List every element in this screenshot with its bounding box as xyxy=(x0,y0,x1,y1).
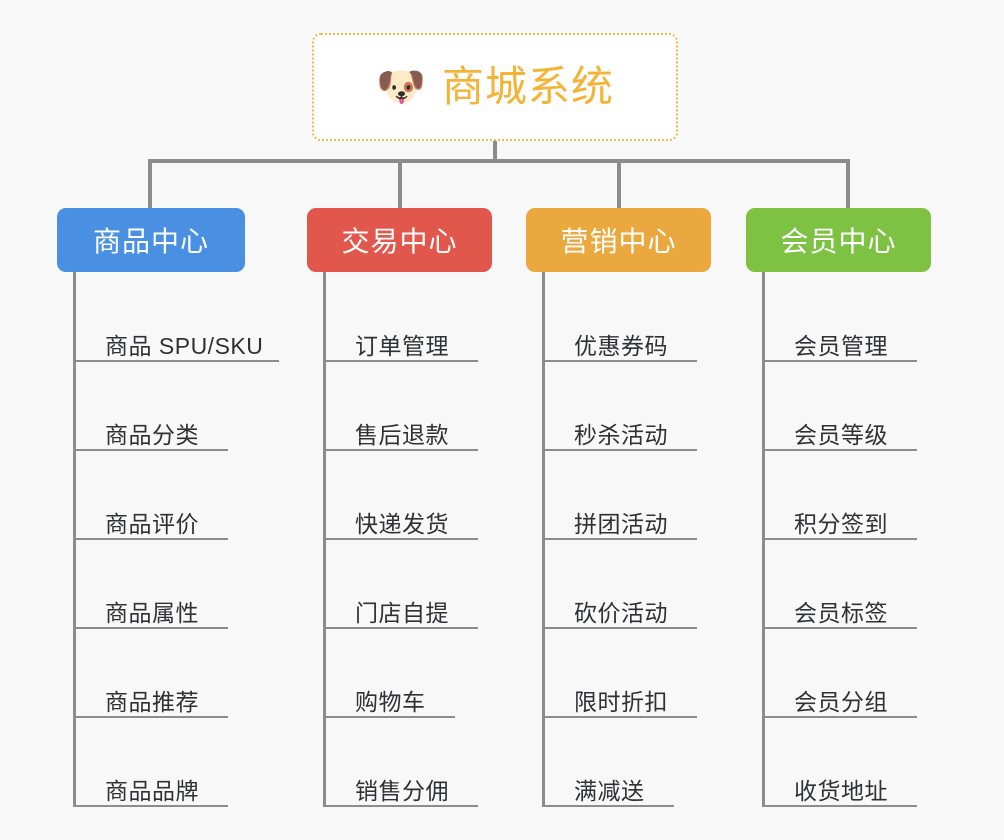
leaf-item[interactable]: 会员标签 xyxy=(762,587,917,629)
connector-drop-marketing-center xyxy=(617,159,621,209)
leaf-item-label: 售后退款 xyxy=(355,422,449,448)
connector-drop-trade-center xyxy=(398,159,402,209)
leaf-item-label: 会员管理 xyxy=(794,333,888,359)
leaf-item-label: 会员等级 xyxy=(794,422,888,448)
leaf-item-label: 会员标签 xyxy=(794,600,888,626)
leaf-item-label: 秒杀活动 xyxy=(574,422,668,448)
leaf-item[interactable]: 商品品牌 xyxy=(73,765,228,807)
connector-drop-member-center xyxy=(846,159,850,209)
leaf-item[interactable]: 收货地址 xyxy=(762,765,917,807)
leaf-item[interactable]: 满减送 xyxy=(542,765,674,807)
leaf-item-label: 销售分佣 xyxy=(355,778,449,804)
root-node-mall-system[interactable]: 🐶 商城系统 xyxy=(312,33,678,141)
connector-horizontal-bus xyxy=(148,159,850,163)
leaf-item-label: 优惠券码 xyxy=(574,333,668,359)
root-node-title: 商城系统 xyxy=(441,63,614,110)
leaf-item[interactable]: 会员分组 xyxy=(762,676,917,718)
leaf-item[interactable]: 售后退款 xyxy=(323,409,478,451)
category-label: 会员中心 xyxy=(780,226,897,257)
leaf-item-label: 拼团活动 xyxy=(574,511,668,537)
leaf-item[interactable]: 优惠券码 xyxy=(542,320,697,362)
leaf-item[interactable]: 购物车 xyxy=(323,676,455,718)
leaf-item[interactable]: 订单管理 xyxy=(323,320,478,362)
leaf-item-label: 商品评价 xyxy=(105,511,199,537)
leaf-item-label: 商品分类 xyxy=(105,422,199,448)
leaf-item[interactable]: 限时折扣 xyxy=(542,676,697,718)
leaf-item-label: 满减送 xyxy=(574,778,645,804)
leaf-item-label: 积分签到 xyxy=(794,511,888,537)
leaf-item-label: 商品品牌 xyxy=(105,778,199,804)
category-box-member-center[interactable]: 会员中心 xyxy=(746,208,931,272)
leaf-item[interactable]: 积分签到 xyxy=(762,498,917,540)
leaf-item-label: 商品推荐 xyxy=(105,689,199,715)
leaf-item-label: 商品 SPU/SKU xyxy=(105,333,264,359)
leaf-item[interactable]: 商品 SPU/SKU xyxy=(73,320,279,362)
leaf-item[interactable]: 快递发货 xyxy=(323,498,478,540)
leaf-item[interactable]: 拼团活动 xyxy=(542,498,697,540)
leaf-item[interactable]: 秒杀活动 xyxy=(542,409,697,451)
category-label: 营销中心 xyxy=(560,226,677,257)
leaf-item[interactable]: 商品推荐 xyxy=(73,676,228,718)
leaf-item-label: 快递发货 xyxy=(355,511,449,537)
leaf-item[interactable]: 销售分佣 xyxy=(323,765,478,807)
connector-root-stem xyxy=(493,141,497,163)
leaf-item-label: 收货地址 xyxy=(794,778,888,804)
category-box-marketing-center[interactable]: 营销中心 xyxy=(526,208,711,272)
leaf-item[interactable]: 门店自提 xyxy=(323,587,478,629)
leaf-item[interactable]: 砍价活动 xyxy=(542,587,697,629)
category-box-trade-center[interactable]: 交易中心 xyxy=(307,208,492,272)
leaf-item-label: 商品属性 xyxy=(105,600,199,626)
leaf-item[interactable]: 会员管理 xyxy=(762,320,917,362)
leaf-item-label: 购物车 xyxy=(355,689,426,715)
leaf-item[interactable]: 会员等级 xyxy=(762,409,917,451)
dog-face-icon: 🐶 xyxy=(376,65,426,109)
leaf-item-label: 门店自提 xyxy=(355,600,449,626)
leaf-item-label: 砍价活动 xyxy=(574,600,668,626)
leaf-item-label: 会员分组 xyxy=(794,689,888,715)
category-label: 交易中心 xyxy=(341,226,458,257)
leaf-item-label: 订单管理 xyxy=(355,333,449,359)
leaf-item-label: 限时折扣 xyxy=(574,689,668,715)
category-label: 商品中心 xyxy=(92,226,209,257)
leaf-item[interactable]: 商品评价 xyxy=(73,498,228,540)
leaf-item[interactable]: 商品分类 xyxy=(73,409,228,451)
leaf-item[interactable]: 商品属性 xyxy=(73,587,228,629)
connector-drop-product-center xyxy=(148,159,152,209)
category-box-product-center[interactable]: 商品中心 xyxy=(57,208,245,272)
